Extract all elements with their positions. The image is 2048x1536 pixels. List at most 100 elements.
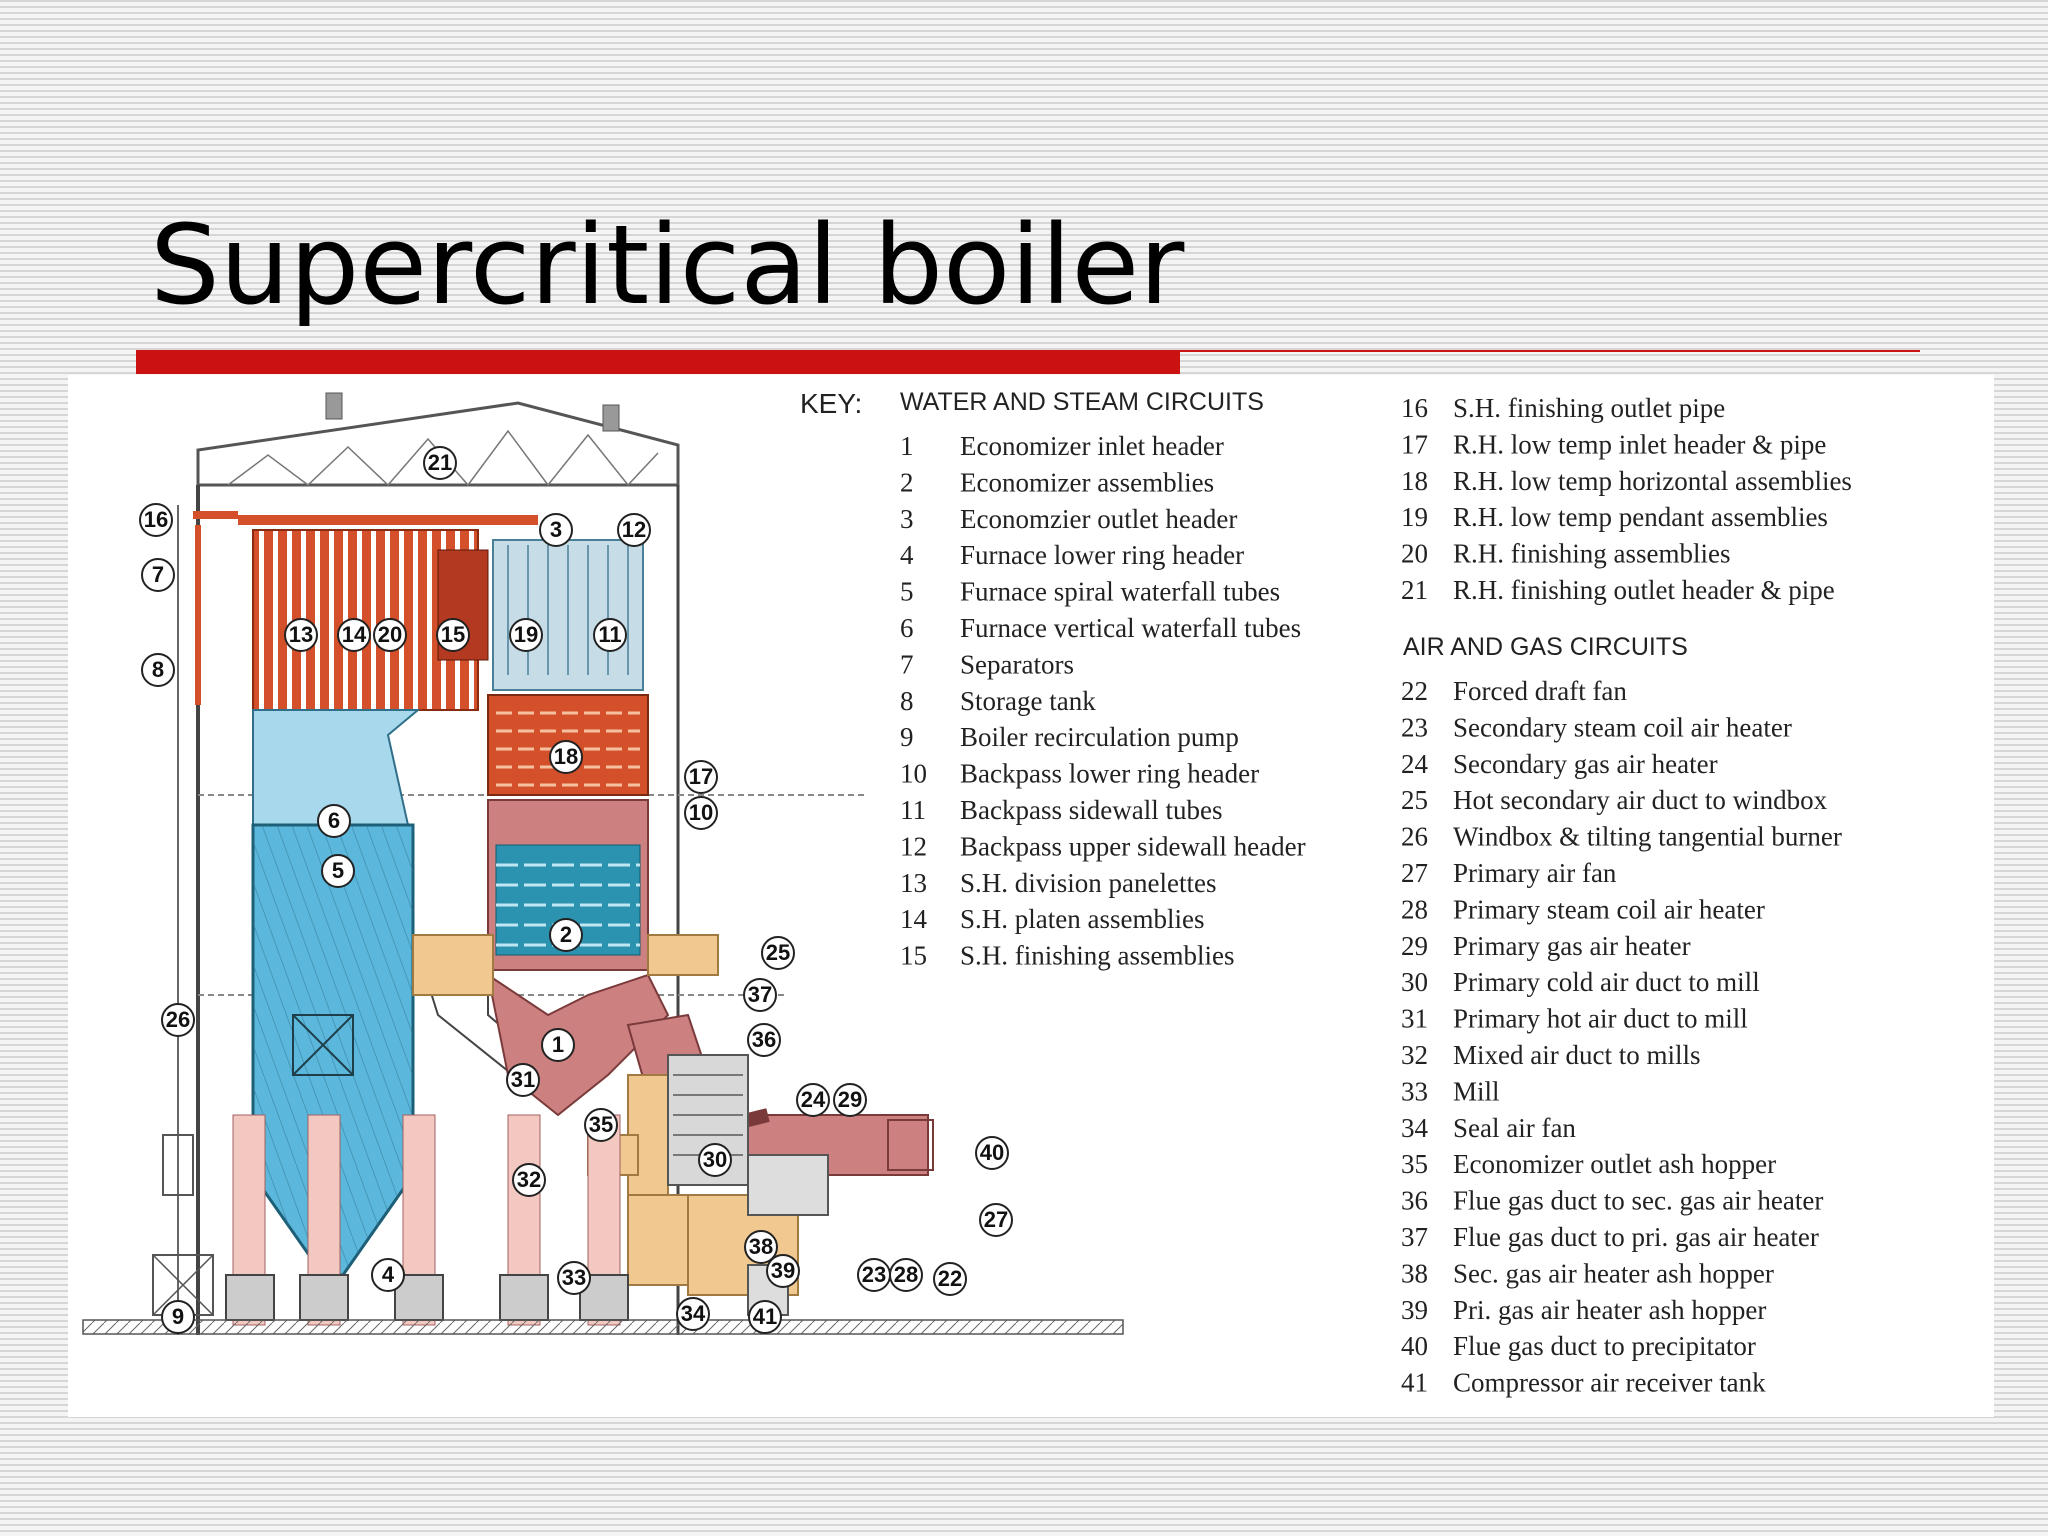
callout-marker: 27 bbox=[979, 1203, 1013, 1237]
key-entry-label: Primary air fan bbox=[1453, 858, 1617, 888]
callout-circle bbox=[317, 804, 351, 838]
key-entry-number: 19 bbox=[1401, 502, 1428, 532]
callout-circle bbox=[512, 1163, 546, 1197]
key-entry-label: Furnace lower ring header bbox=[960, 540, 1244, 570]
callout-number: 31 bbox=[511, 1067, 535, 1092]
callout-circle bbox=[979, 1203, 1013, 1237]
callout-number: 7 bbox=[152, 562, 164, 587]
callout-circle bbox=[796, 1083, 830, 1117]
callout-marker: 16 bbox=[139, 503, 173, 537]
callout-circle bbox=[833, 1083, 867, 1117]
key-entry-label: Economzier outlet header bbox=[960, 504, 1237, 534]
callout-number: 40 bbox=[980, 1140, 1004, 1165]
key-entry-label: Primary cold air duct to mill bbox=[1453, 967, 1760, 997]
callout-marker: 10 bbox=[684, 796, 718, 830]
callout-number: 5 bbox=[332, 858, 344, 883]
key-entry-number: 18 bbox=[1401, 466, 1428, 496]
callout-marker: 14 bbox=[337, 618, 371, 652]
key-entry-label: Economizer inlet header bbox=[960, 431, 1224, 461]
key-entry-number: 31 bbox=[1401, 1004, 1428, 1034]
callout-number: 24 bbox=[801, 1087, 826, 1112]
callout-number: 9 bbox=[172, 1304, 184, 1329]
callout-marker: 39 bbox=[766, 1254, 800, 1288]
callout-circle bbox=[684, 796, 718, 830]
callout-marker: 6 bbox=[317, 804, 351, 838]
key-entry-label: Economizer assemblies bbox=[960, 467, 1214, 497]
key-entry-label: Secondary steam coil air heater bbox=[1453, 712, 1792, 742]
key-entry-number: 40 bbox=[1401, 1331, 1428, 1361]
callout-circle bbox=[371, 1258, 405, 1292]
key-entry-label: Seal air fan bbox=[1453, 1113, 1576, 1143]
callout-number: 39 bbox=[771, 1258, 795, 1283]
key-entry: 40 Flue gas duct to precipitator bbox=[1401, 1331, 1756, 1361]
key-entry-label: Boiler recirculation pump bbox=[960, 722, 1239, 752]
callout-number: 38 bbox=[749, 1234, 773, 1259]
callout-marker: 15 bbox=[436, 618, 470, 652]
callout-marker: 2 bbox=[549, 918, 583, 952]
callout-circle bbox=[747, 1023, 781, 1057]
key-label: KEY: bbox=[800, 388, 862, 419]
key-entry-number: 33 bbox=[1401, 1076, 1428, 1106]
key-entry-number: 41 bbox=[1401, 1368, 1428, 1398]
callout-marker: 9 bbox=[161, 1300, 195, 1334]
air-duct-windbox bbox=[412, 934, 494, 996]
key-entry-number: 15 bbox=[900, 941, 927, 971]
callout-marker: 24 bbox=[796, 1083, 830, 1117]
callout-marker: 21 bbox=[423, 446, 457, 480]
key-entry-number: 13 bbox=[900, 868, 927, 898]
key-entry-label: Separators bbox=[960, 649, 1074, 679]
key-entry-label: Flue gas duct to pri. gas air heater bbox=[1453, 1222, 1819, 1252]
title-underline-thin bbox=[1180, 350, 1920, 352]
callout-number: 4 bbox=[382, 1262, 395, 1287]
key-entry-number: 14 bbox=[900, 904, 928, 934]
key-entry-label: Primary steam coil air heater bbox=[1453, 894, 1765, 924]
callout-number: 2 bbox=[560, 922, 572, 947]
key-entry-label: Hot secondary air duct to windbox bbox=[1453, 785, 1828, 815]
key-entry-number: 39 bbox=[1401, 1295, 1428, 1325]
callout-marker: 37 bbox=[743, 978, 777, 1012]
key-entry-label: Flue gas duct to precipitator bbox=[1453, 1331, 1756, 1361]
air-heater-baskets bbox=[673, 1074, 743, 1156]
callout-number: 33 bbox=[562, 1265, 586, 1290]
key-entry-number: 10 bbox=[900, 759, 927, 789]
callout-number: 34 bbox=[681, 1301, 706, 1326]
key-entry-label: Windbox & tilting tangential burner bbox=[1453, 822, 1842, 852]
key-entry-number: 38 bbox=[1401, 1258, 1428, 1288]
callout-marker: 4 bbox=[371, 1258, 405, 1292]
callout-marker: 17 bbox=[684, 760, 718, 794]
callout-marker: 28 bbox=[889, 1258, 923, 1292]
callout-number: 1 bbox=[552, 1032, 564, 1057]
callout-marker: 40 bbox=[975, 1136, 1009, 1170]
callout-marker: 12 bbox=[617, 513, 651, 547]
key-entry-label: S.H. division panelettes bbox=[960, 868, 1216, 898]
callout-circle bbox=[933, 1262, 967, 1296]
callout-circle bbox=[321, 854, 355, 888]
key-entry-number: 34 bbox=[1401, 1113, 1429, 1143]
callout-circle bbox=[284, 618, 318, 652]
callout-circle bbox=[684, 760, 718, 794]
key-entry-number: 4 bbox=[900, 540, 914, 570]
callout-circle bbox=[423, 446, 457, 480]
callout-marker: 32 bbox=[512, 1163, 546, 1197]
callout-marker: 20 bbox=[373, 618, 407, 652]
callout-marker: 29 bbox=[833, 1083, 867, 1117]
burner-zone-cross bbox=[292, 1014, 354, 1076]
key-entry-label: Forced draft fan bbox=[1453, 676, 1627, 706]
key-entry: 13 S.H. division panelettes bbox=[900, 868, 1216, 898]
roof-vent-right bbox=[602, 404, 620, 432]
callout-number: 29 bbox=[838, 1087, 862, 1112]
callout-marker: 38 bbox=[744, 1230, 778, 1264]
callout-marker: 41 bbox=[748, 1300, 782, 1334]
callout-marker: 18 bbox=[549, 740, 583, 774]
